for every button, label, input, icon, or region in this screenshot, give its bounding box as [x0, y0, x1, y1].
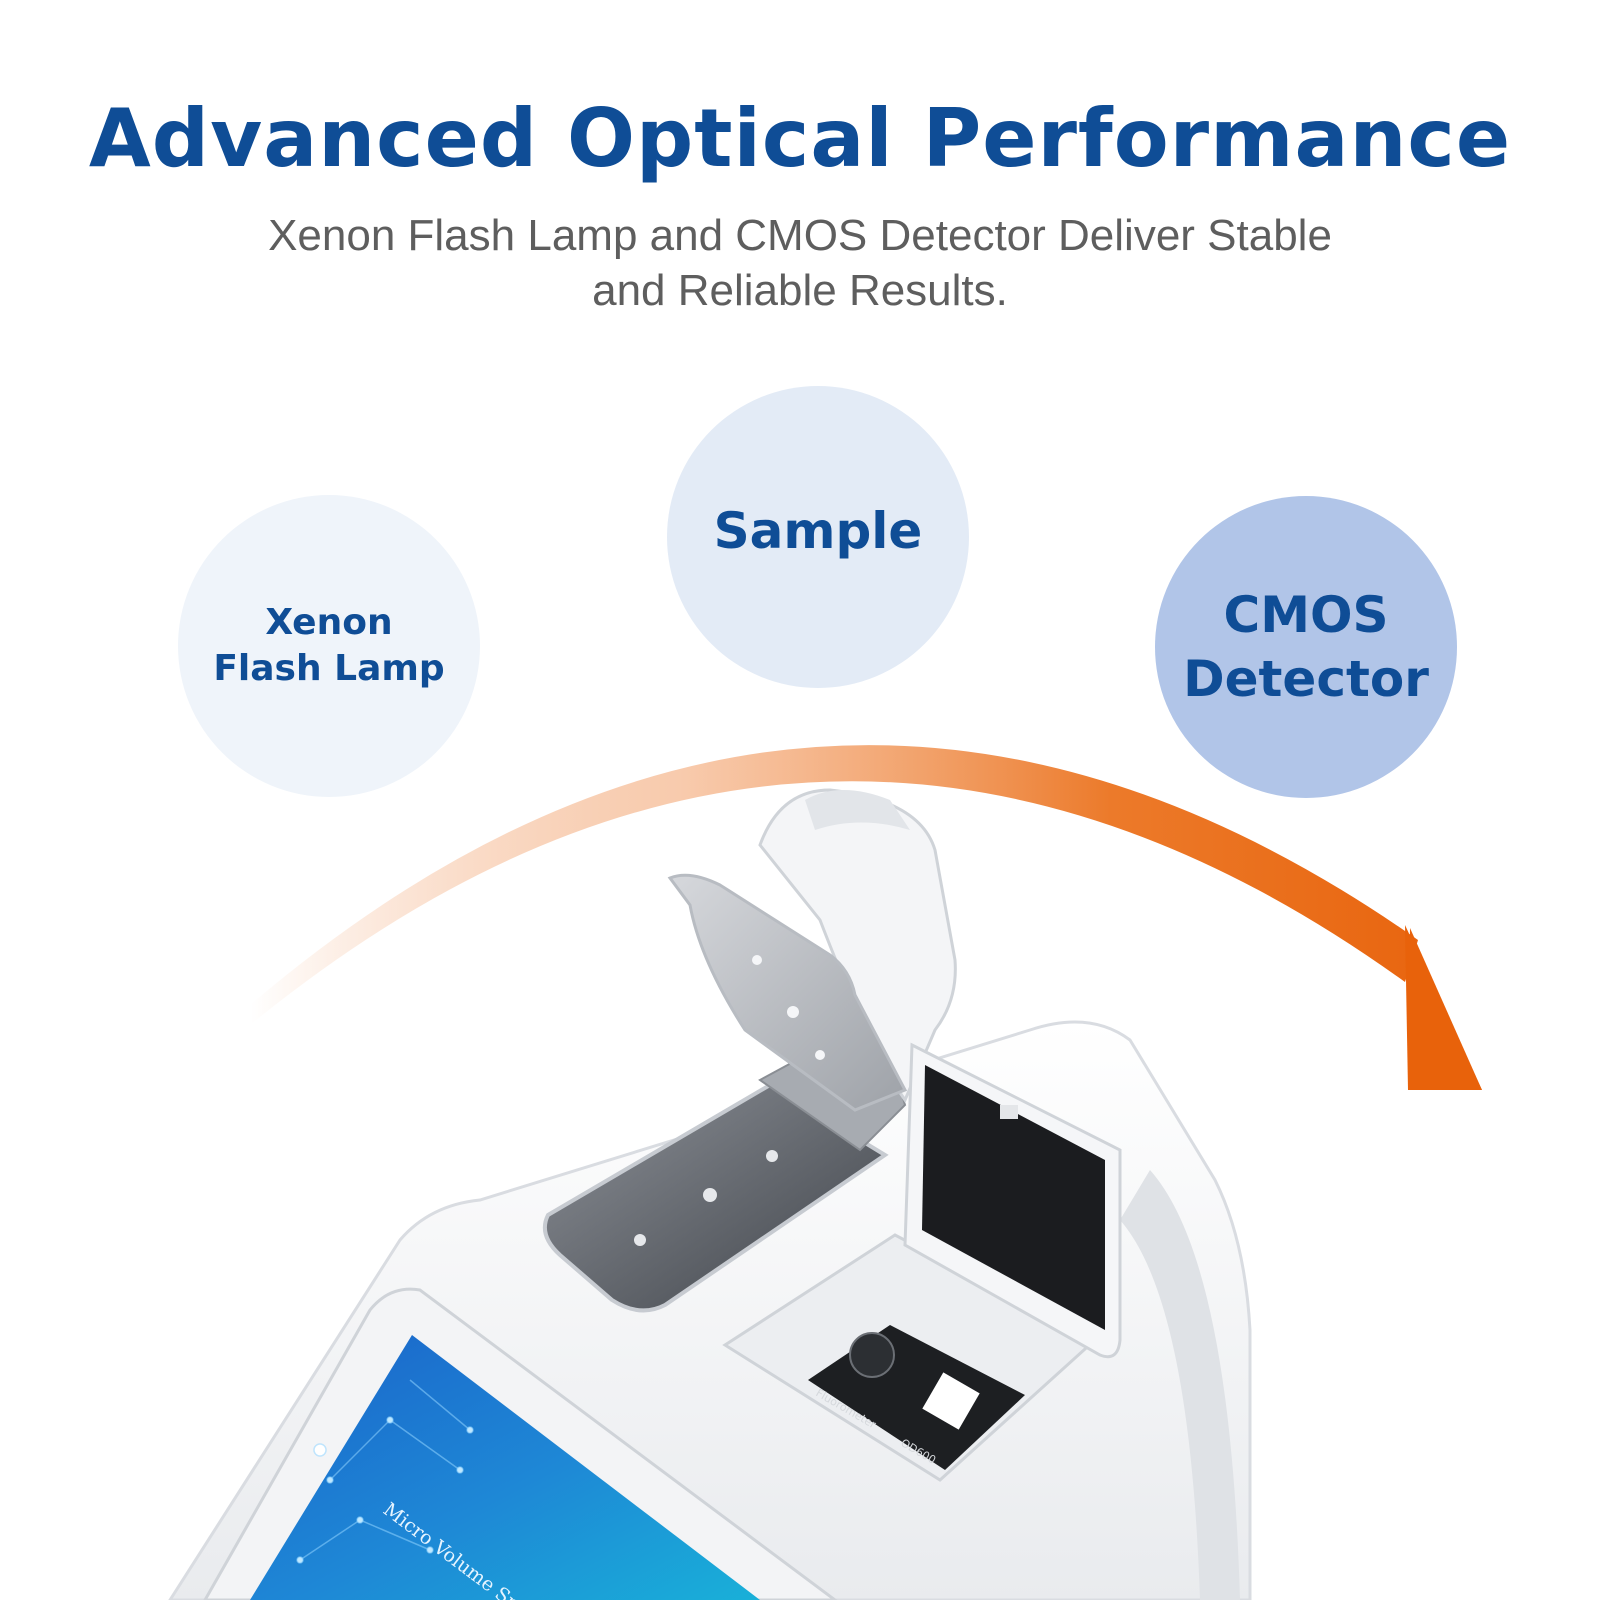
screen-network-pattern [296, 1379, 474, 1564]
page-title: Advanced Optical Performance [88, 92, 1512, 185]
cover-latch [1000, 1105, 1018, 1119]
pedestal-pin [634, 1234, 646, 1246]
lid-pin [815, 1050, 825, 1060]
cuvette-cover-window [922, 1065, 1105, 1330]
od600-cuvette-holder[interactable] [922, 1372, 980, 1430]
pedestal-pin [766, 1150, 778, 1162]
stage-label-detector-line-2: Detector [1183, 650, 1429, 708]
process-arc-band [250, 745, 1418, 1025]
fluorometer-knob[interactable] [849, 1332, 895, 1378]
subtitle-line-1: Xenon Flash Lamp and CMOS Detector Deliv… [268, 211, 1332, 260]
pedestal-lid[interactable] [667, 873, 908, 1112]
touchscreen[interactable] [250, 1335, 760, 1600]
stage-label-sample: Sample [713, 502, 923, 560]
stage-bubble-cmos-detector: CMOS Detector [1155, 496, 1457, 798]
pedestal-arm-top [805, 790, 910, 830]
stage-label-lamp-line-2: Flash Lamp [213, 648, 445, 689]
pedestal-pin [703, 1188, 717, 1202]
process-arrow-tip [1405, 925, 1482, 1090]
stage-label-detector-line-1: CMOS [1223, 586, 1389, 644]
lid-pin [752, 955, 762, 965]
subtitle-line-2: and Reliable Results. [592, 266, 1008, 315]
instrument-side-shadow [1120, 1170, 1240, 1600]
lid-pin [787, 1006, 799, 1018]
stage-bubble-sample: Sample [667, 386, 969, 688]
stage-label-lamp-line-1: Xenon [265, 602, 393, 643]
page-subtitle: Xenon Flash Lamp and CMOS Detector Deliv… [200, 208, 1400, 318]
